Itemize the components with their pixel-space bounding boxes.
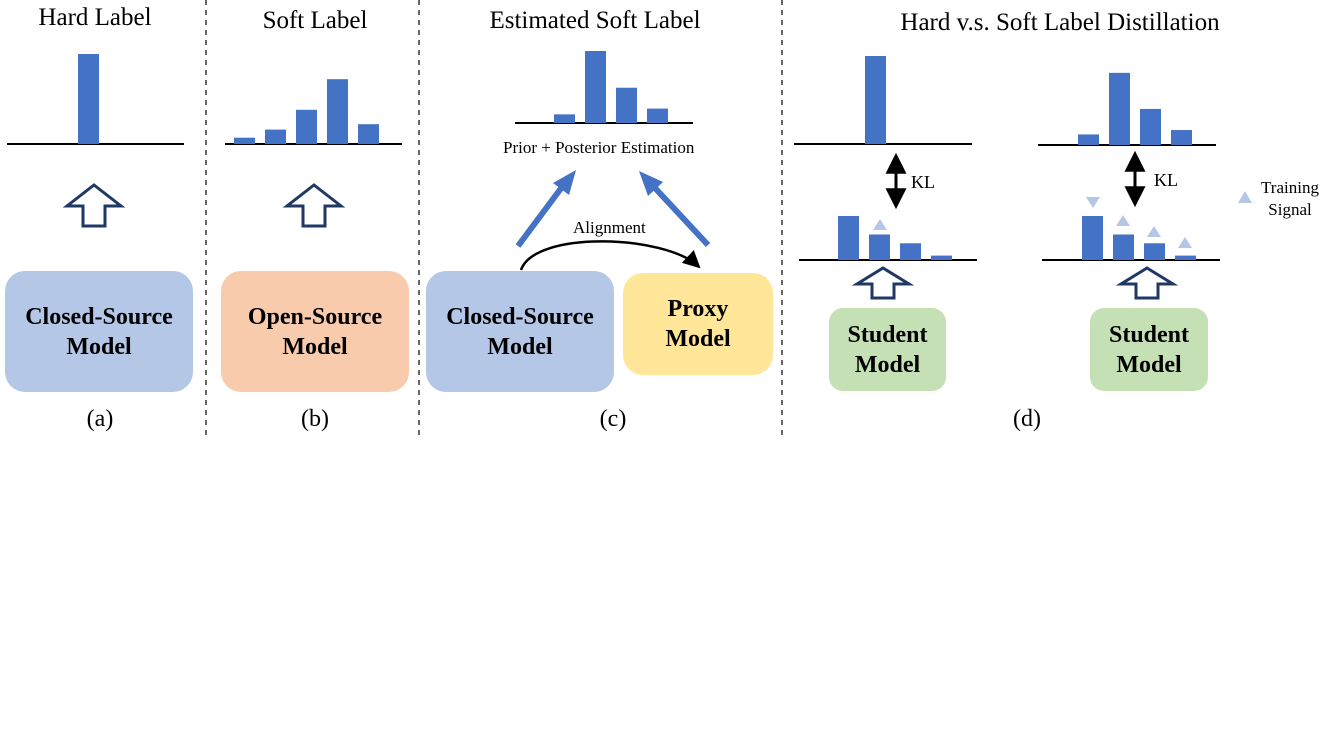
bar-c bbox=[554, 114, 575, 123]
closed-source-model-a: Closed-Source Model bbox=[5, 271, 193, 392]
student-model-soft: Student Model bbox=[1090, 308, 1208, 391]
bars-panel-c bbox=[554, 51, 668, 123]
bar-d-soft-student bbox=[1082, 216, 1103, 260]
panel-c-title: Estimated Soft Label bbox=[489, 7, 701, 34]
bar-d-hard-student bbox=[838, 216, 859, 260]
bar-b bbox=[265, 129, 286, 144]
arrow-proxy-to-estimate-icon bbox=[639, 171, 711, 248]
signal-up-soft-2-icon bbox=[1116, 215, 1130, 226]
alignment-arrow-icon bbox=[519, 240, 701, 271]
bar-d-hard-teacher bbox=[865, 56, 886, 144]
bar-b bbox=[296, 109, 317, 144]
bars-d-soft-teacher bbox=[1078, 72, 1192, 145]
bar-c bbox=[616, 87, 637, 123]
signal-up-soft-4-icon bbox=[1178, 237, 1192, 248]
caption-c: (c) bbox=[599, 406, 627, 432]
up-arrow-d-soft-icon bbox=[1115, 266, 1179, 300]
up-arrow-d-hard-icon bbox=[851, 266, 915, 300]
panel-a-title: Hard Label bbox=[38, 4, 152, 31]
bars-d-soft-student bbox=[1082, 216, 1196, 260]
student-model-hard: Student Model bbox=[829, 308, 946, 391]
signal-up-soft-3-icon bbox=[1147, 226, 1161, 237]
caption-d: (d) bbox=[1013, 406, 1041, 432]
bar-d-soft-student bbox=[1175, 255, 1196, 260]
up-arrow-b-icon bbox=[282, 183, 346, 228]
closed-source-model-c: Closed-Source Model bbox=[426, 271, 614, 392]
legend-training-signal: Training Signal bbox=[1261, 178, 1319, 219]
bar-b bbox=[358, 124, 379, 144]
bars-panel-a bbox=[78, 54, 99, 144]
arrow-closed-to-estimate-icon bbox=[515, 170, 576, 248]
open-source-model-b: Open-Source Model bbox=[221, 271, 409, 392]
up-arrow-a-icon bbox=[62, 183, 126, 228]
kl-label-hard: KL bbox=[911, 172, 935, 192]
panel-b-title: Soft Label bbox=[262, 7, 368, 34]
bar-d-soft-student bbox=[1144, 243, 1165, 260]
bar-d-soft-teacher bbox=[1171, 130, 1192, 145]
bar-b bbox=[327, 79, 348, 144]
bar-c bbox=[585, 51, 606, 123]
bar-d-soft-teacher bbox=[1109, 72, 1130, 145]
bar-d-hard-student bbox=[900, 243, 921, 260]
bar-d-soft-teacher bbox=[1140, 108, 1161, 145]
bars-d-hard-teacher bbox=[865, 56, 886, 144]
bars-panel-b bbox=[234, 79, 379, 144]
bars-d-hard-student bbox=[838, 216, 952, 260]
bar-a bbox=[78, 54, 99, 144]
signal-down-soft-1-icon bbox=[1086, 197, 1100, 208]
bar-d-soft-student bbox=[1113, 234, 1134, 260]
caption-a: (a) bbox=[86, 406, 114, 432]
legend-signal-icon bbox=[1238, 191, 1252, 203]
kl-label-soft: KL bbox=[1154, 170, 1178, 190]
alignment-label: Alignment bbox=[573, 218, 646, 237]
bar-d-hard-student bbox=[931, 255, 952, 260]
proxy-model-c: Proxy Model bbox=[623, 273, 773, 375]
bar-c bbox=[647, 108, 668, 123]
panel-d-title: Hard v.s. Soft Label Distillation bbox=[900, 9, 1220, 36]
bar-b bbox=[234, 137, 255, 144]
caption-b: (b) bbox=[301, 406, 329, 432]
bar-d-hard-student bbox=[869, 234, 890, 260]
signal-up-hard-icon bbox=[873, 219, 887, 230]
estimation-label: Prior + Posterior Estimation bbox=[503, 138, 695, 157]
bar-d-soft-teacher bbox=[1078, 134, 1099, 145]
